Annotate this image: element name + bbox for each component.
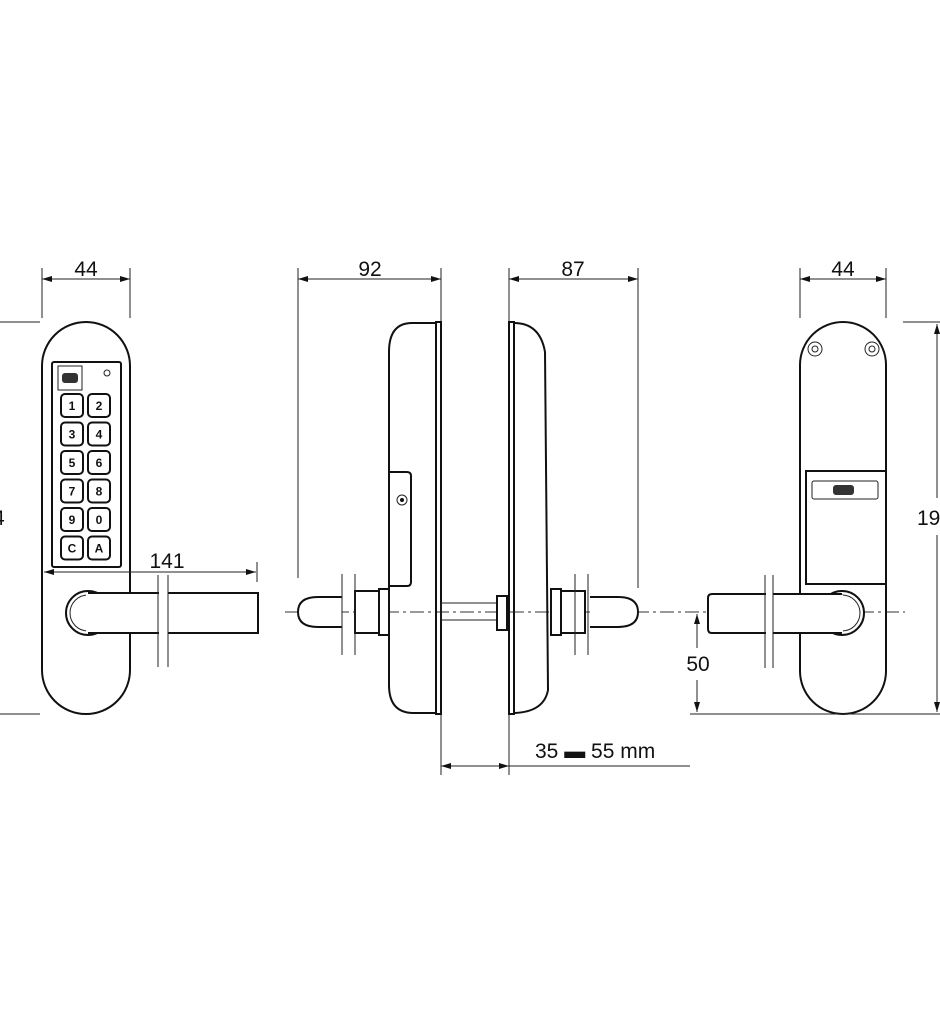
- keypad-key-label: 5: [69, 456, 76, 470]
- keypad-key-6: [87, 450, 111, 475]
- back-width-label: 44: [831, 258, 855, 281]
- keypad-key-label: 2: [96, 399, 103, 413]
- front-height-label: 4: [0, 507, 5, 530]
- screw-icon: [807, 341, 823, 357]
- front-view: 1 2 3 4 5 6 7 8 9 0C A: [0, 268, 259, 715]
- keypad-keys: 1 2 3 4 5 6 7 8 9 0C A: [60, 393, 111, 561]
- inner-depth-label: 92: [358, 258, 381, 281]
- lever-height-label: 50: [686, 653, 709, 676]
- outer-housing: [513, 322, 550, 714]
- keypad-key-A: [87, 535, 111, 561]
- keypad-key-3: [60, 421, 84, 447]
- back-cover-panel: [805, 470, 887, 585]
- back-lever-handle: [707, 593, 842, 634]
- keypad-key-label: 3: [69, 428, 76, 442]
- keypad-key-1: [60, 393, 84, 418]
- keypad-key-label: 6: [96, 456, 103, 470]
- back-escutcheon-plate: [799, 321, 887, 715]
- side-view: [296, 268, 690, 775]
- inner-knob: [296, 596, 342, 628]
- screw-icon: [396, 494, 408, 506]
- door-thickness-label: 35 ▬ 55 mm: [535, 740, 655, 763]
- back-logo-label: [811, 480, 879, 500]
- front-width-label: 44: [74, 258, 98, 281]
- battery-cover: [389, 471, 412, 587]
- logo-emblem: [57, 365, 83, 391]
- keypad-key-label: 4: [96, 428, 103, 442]
- keypad-key-4: [87, 421, 111, 447]
- back-view: [690, 268, 940, 715]
- outer-knob: [590, 596, 640, 628]
- keypad-key-7: [60, 478, 84, 504]
- keypad-frame: [51, 361, 122, 568]
- keypad-key-5: [60, 450, 84, 475]
- keypad-key-2: [87, 393, 111, 418]
- outer-depth-label: 87: [561, 258, 584, 281]
- status-led-icon: [103, 369, 111, 377]
- keypad-key-label: C: [68, 542, 77, 556]
- back-height-label: 19: [917, 507, 940, 530]
- keypad-key-label: 1: [69, 399, 76, 413]
- lever-length-label: 141: [149, 550, 184, 573]
- keypad-key-C: [60, 535, 84, 561]
- keypad-key-label: A: [95, 542, 104, 556]
- keypad-key-label: 0: [96, 513, 103, 527]
- keypad-key-9: [60, 507, 84, 532]
- keypad-key-label: 8: [96, 485, 103, 499]
- keypad-key-label: 7: [69, 485, 76, 499]
- inner-housing: [388, 322, 436, 714]
- front-escutcheon-plate: [41, 321, 131, 715]
- keypad-key-8: [87, 478, 111, 504]
- keypad-key-label: 9: [69, 513, 76, 527]
- keypad-key-0: [87, 507, 111, 532]
- screw-icon: [864, 341, 880, 357]
